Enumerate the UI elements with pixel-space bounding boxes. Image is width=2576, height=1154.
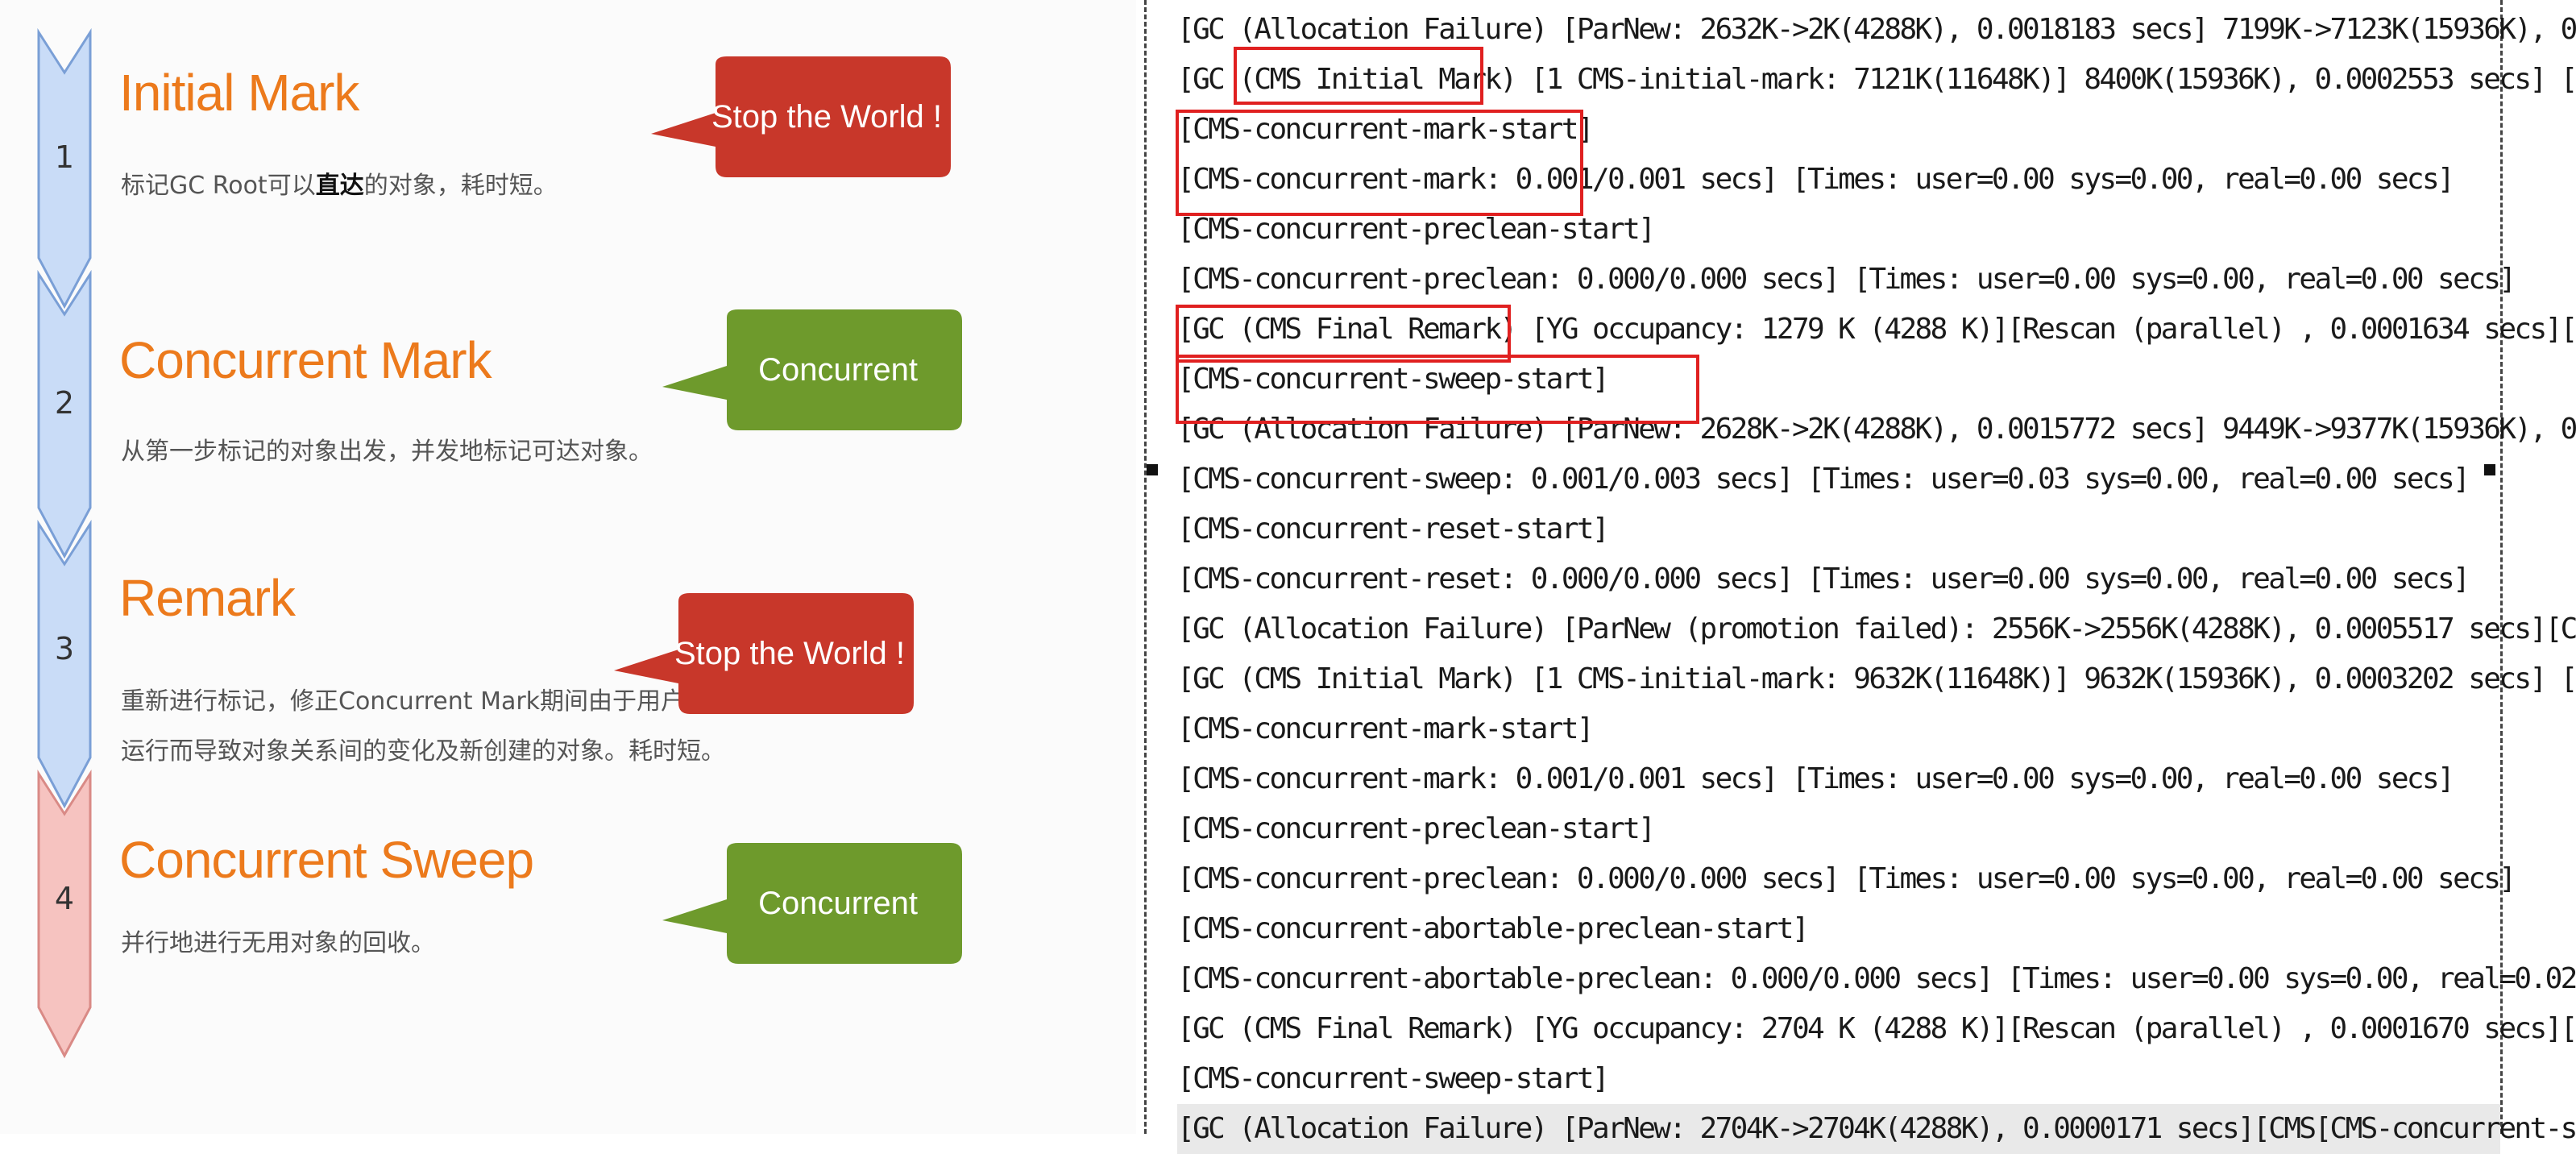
log-line: [GC (CMS Initial Mark) [1 CMS-initial-ma…: [1177, 63, 2576, 96]
description-text: 从第一步标记的对象出发，并发地标记可达对象。: [121, 438, 653, 466]
log-line: [CMS-concurrent-preclean: 0.000/0.000 se…: [1177, 862, 2516, 895]
log-line: [GC (CMS Final Remark) [YG occupancy: 27…: [1177, 1012, 2576, 1045]
log-line: [CMS-concurrent-mark: 0.001/0.001 secs] …: [1177, 762, 2455, 795]
concurrent-badge: Concurrent: [661, 309, 967, 446]
phase-title: Concurrent Sweep: [119, 831, 534, 889]
log-line: [GC (CMS Initial Mark) [1 CMS-initial-ma…: [1177, 662, 2576, 695]
log-line: [CMS-concurrent-preclean-start]: [1177, 213, 1656, 246]
concurrent-badge: Concurrent: [661, 843, 967, 980]
cms-phases-diagram: 1 Initial Mark 标记GC Root可以直达的对象，耗时短。 Stop t…: [0, 0, 1136, 1134]
phase-description: 重新进行标记，修正Concurrent Mark期间由于用户程序: [121, 677, 733, 727]
log-line: [CMS-concurrent-abortable-preclean: 0.00…: [1177, 962, 2576, 995]
phase-arrow-segment: [37, 519, 92, 809]
phase-number: 3: [54, 631, 75, 666]
gc-log-lines: [GC (Allocation Failure) [ParNew: 2632K-…: [1177, 5, 2576, 1154]
log-line: [GC (Allocation Failure) [ParNew: 2632K-…: [1177, 13, 2576, 46]
resize-handle-right[interactable]: [2484, 464, 2495, 475]
phase-description: 从第一步标记的对象出发，并发地标记可达对象。: [121, 427, 653, 477]
stop-the-world-badge: Stop the World !: [649, 56, 956, 193]
description-text: 运行而导致对象关系间的变化及新创建的对象。耗时短。: [121, 737, 725, 766]
phase-arrow-track: [37, 27, 92, 1059]
phase-arrow-segment: [37, 769, 92, 1059]
phase-description: 运行而导致对象关系间的变化及新创建的对象。耗时短。: [121, 727, 725, 777]
log-line: [CMS-concurrent-mark-start]: [1177, 712, 1595, 745]
emphasized-text: 直达: [315, 172, 364, 200]
log-line: [GC (CMS Final Remark) [YG occupancy: 12…: [1177, 313, 2576, 346]
log-line: [GC (Allocation Failure) [ParNew (promot…: [1177, 612, 2576, 645]
resize-handle-left[interactable]: [1147, 464, 1158, 475]
description-text: 重新进行标记，修正Concurrent Mark期间由于用户程序: [121, 687, 734, 716]
phase-description: 标记GC Root可以直达的对象，耗时短。: [121, 161, 558, 211]
description-text: 的对象，耗时短。: [363, 172, 558, 200]
phase-number: 1: [54, 139, 75, 175]
badge-label: Stop the World !: [711, 98, 943, 135]
stop-the-world-badge: Stop the World !: [612, 593, 919, 730]
description-text: 并行地进行无用对象的回收。: [121, 929, 435, 957]
badge-label: Stop the World !: [674, 635, 906, 671]
phase-number: 4: [54, 881, 75, 916]
log-line: [CMS-concurrent-reset: 0.000/0.000 secs]…: [1177, 562, 2470, 596]
phase-number: 2: [54, 385, 75, 421]
log-line: [CMS-concurrent-reset-start]: [1177, 513, 1610, 546]
phase-title: Initial Mark: [119, 64, 359, 122]
description-text: 标记GC Root可以: [121, 172, 316, 200]
badge-label: Concurrent: [758, 351, 918, 388]
log-line: [CMS-concurrent-sweep-start]: [1177, 1062, 1610, 1095]
badge-label: Concurrent: [758, 885, 918, 921]
phase-title: Concurrent Mark: [119, 331, 492, 389]
log-line: [CMS-concurrent-mark-start]: [1177, 113, 1595, 146]
log-line: [CMS-concurrent-mark: 0.001/0.001 secs] …: [1177, 163, 2455, 196]
log-line: [CMS-concurrent-preclean-start]: [1177, 812, 1656, 845]
log-line: [GC (Allocation Failure) [ParNew: 2704K-…: [1177, 1104, 2576, 1154]
log-line: [CMS-concurrent-sweep-start]: [1177, 363, 1610, 396]
phase-description: 并行地进行无用对象的回收。: [121, 919, 435, 969]
log-line: [CMS-concurrent-abortable-preclean-start…: [1177, 912, 1810, 945]
gc-log-panel: [GC (Allocation Failure) [ParNew: 2632K-…: [1144, 0, 2576, 1154]
log-line: [CMS-concurrent-sweep: 0.001/0.003 secs]…: [1177, 463, 2470, 496]
phase-arrow-segment: [37, 269, 92, 559]
log-line: [CMS-concurrent-preclean: 0.000/0.000 se…: [1177, 263, 2516, 296]
log-line: [GC (Allocation Failure) [ParNew: 2628K-…: [1177, 413, 2576, 446]
phase-title: Remark: [119, 569, 296, 627]
phase-arrow-segment: [37, 27, 92, 309]
